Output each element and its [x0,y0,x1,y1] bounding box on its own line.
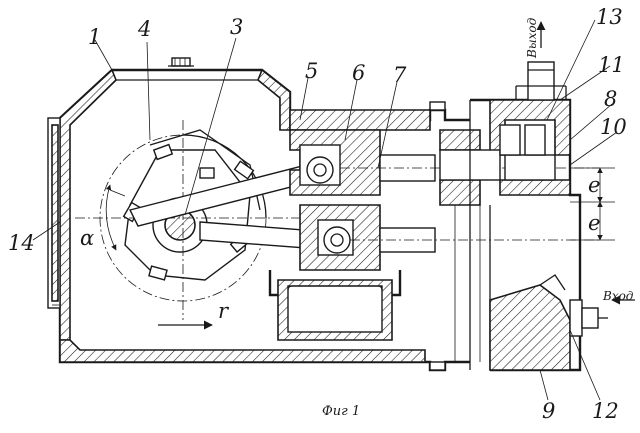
callout-8: 8 [604,87,617,111]
callout-9: 9 [542,399,555,423]
callout-12: 12 [592,399,619,423]
valve-block [429,61,608,372]
inlet-label: Вход [602,289,634,303]
callout-14: 14 [8,231,35,255]
callout-3: 3 [230,15,243,39]
figure-caption: Фиг 1 [322,404,360,419]
dim-r: r [218,299,230,323]
outlet-label: Выход [525,17,539,59]
dim-e-upper: e [588,173,600,197]
callout-1: 1 [88,25,101,49]
crank-mechanism [75,120,333,320]
callout-5: 5 [305,59,318,83]
callout-13: 13 [596,5,623,29]
piston-assembly [268,129,600,341]
callout-6: 6 [352,61,365,85]
dimension-lines [105,21,635,330]
dim-e-lower: e [588,211,600,235]
housing [47,57,470,372]
callout-4: 4 [137,17,151,41]
dim-alpha: α [80,226,94,250]
callout-7: 7 [393,63,407,87]
callout-11: 11 [598,53,625,77]
leader-lines [32,19,618,401]
callout-10: 10 [600,115,627,139]
